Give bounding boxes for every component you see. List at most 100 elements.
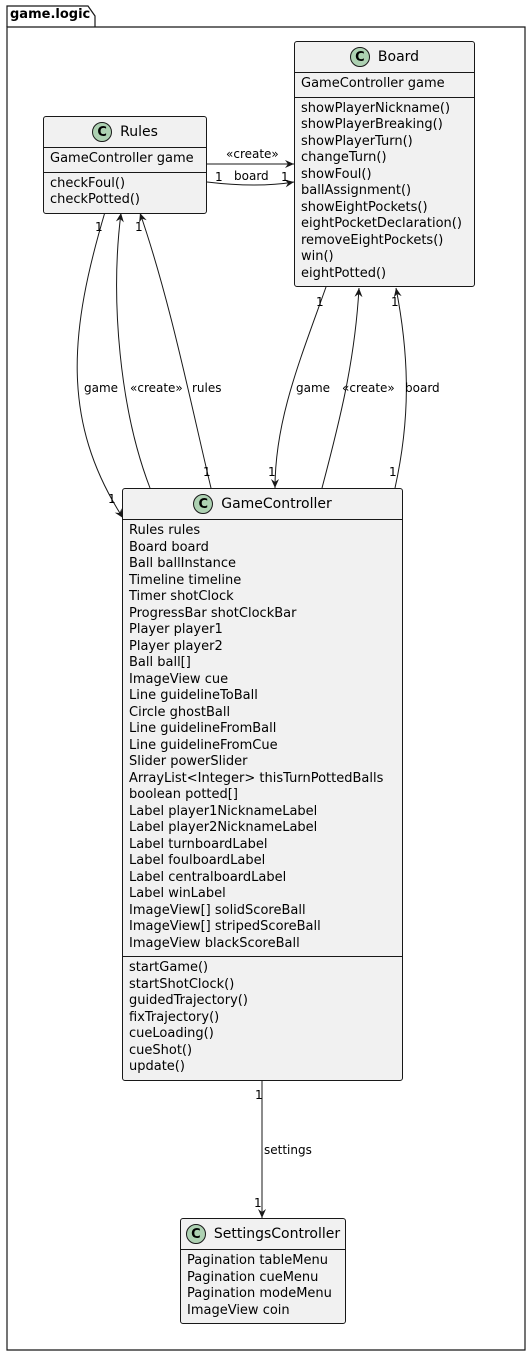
- class-board[interactable]: C Board GameController game showPlayerNi…: [294, 41, 475, 287]
- field: ProgressBar shotClockBar: [129, 605, 297, 621]
- class-badge-icon: C: [92, 122, 113, 142]
- method: cueShot(): [129, 1042, 193, 1058]
- field: ImageView coin: [187, 1302, 290, 1318]
- edge-gc-rules-create: [115, 212, 151, 489]
- field: ImageView[] solidScoreBall: [129, 902, 306, 918]
- field: Player player1: [129, 622, 223, 637]
- method: showEightPockets(): [301, 199, 428, 215]
- edge-label-board: board: [405, 381, 440, 395]
- field: ImageView[] stripedScoreBall: [129, 919, 321, 934]
- method: showPlayerBreaking(): [301, 117, 443, 132]
- method: guidedTrajectory(): [129, 993, 248, 1008]
- edge-label-create: «create»: [342, 381, 395, 395]
- multiplicity: 1: [281, 170, 289, 184]
- class-header: C GameController: [123, 489, 402, 520]
- field: ImageView cue: [129, 671, 229, 687]
- multiplicity: 1: [203, 465, 211, 479]
- edge-rules-board-board: [195, 177, 295, 188]
- multiplicity: 1: [108, 492, 116, 506]
- edge-label-rules: rules: [192, 381, 222, 395]
- class-gamecontroller[interactable]: C GameController Rules rules Board board…: [122, 488, 403, 1081]
- field: Label centralboardLabel: [129, 869, 287, 885]
- field: Timeline timeline: [129, 572, 242, 588]
- method: showPlayerTurn(): [301, 133, 413, 149]
- field: Timer shotClock: [129, 589, 234, 604]
- edge-label-board: board: [234, 169, 269, 183]
- class-badge-icon: C: [193, 494, 214, 514]
- multiplicity: 1: [389, 465, 397, 479]
- multiplicity: 1: [391, 295, 399, 309]
- method: showPlayerNickname(): [301, 100, 451, 116]
- fields-section: Rules rules Board board Ball ballInstanc…: [123, 520, 402, 956]
- method: cueLoading(): [129, 1026, 214, 1041]
- multiplicity: 1: [215, 170, 223, 184]
- field: Ball ballInstance: [129, 556, 236, 571]
- method: eightPocketDeclaration(): [301, 216, 462, 231]
- edge-gc-board-create: [321, 287, 363, 489]
- edge-gc-board-board: [389, 287, 407, 500]
- methods-section: checkFoul() checkPotted(): [44, 171, 206, 213]
- fields-section: Pagination tableMenu Pagination cueMenu …: [181, 1250, 345, 1323]
- multiplicity: 1: [316, 295, 324, 309]
- multiplicity: 1: [255, 1088, 263, 1102]
- class-settingscontroller[interactable]: C SettingsController Pagination tableMen…: [180, 1218, 346, 1324]
- field: boolean potted[]: [129, 787, 238, 802]
- class-name: GameController: [221, 496, 332, 512]
- method: startShotClock(): [129, 976, 235, 992]
- method: removeEightPockets(): [301, 232, 444, 248]
- class-header: C Board: [295, 42, 474, 73]
- edge-label-create: «create»: [226, 147, 279, 161]
- field: Line guidelineToBall: [129, 688, 258, 703]
- class-name: Rules: [120, 124, 158, 140]
- multiplicity: 1: [135, 220, 143, 234]
- fields-section: GameController game: [44, 148, 206, 172]
- field: Rules rules: [129, 523, 201, 538]
- field: Ball ball[]: [129, 655, 191, 670]
- class-header: C SettingsController: [181, 1219, 345, 1250]
- edge-board-gc-game: [271, 275, 332, 489]
- edge-rules-gc-game: [76, 200, 124, 519]
- edge-label-game: game: [84, 381, 119, 395]
- field: Label winLabel: [129, 886, 226, 901]
- package-tab: [6, 5, 96, 27]
- edge-label-create: «create»: [130, 381, 183, 395]
- method: startGame(): [129, 960, 209, 975]
- field: ImageView blackScoreBall: [129, 935, 300, 951]
- method: win(): [301, 249, 334, 264]
- class-header: C Rules: [44, 117, 206, 148]
- field: Label player2NicknameLabel: [129, 820, 318, 835]
- methods-section: showPlayerNickname() showPlayerBreaking(…: [295, 96, 474, 287]
- field: Line guidelineFromBall: [129, 721, 277, 736]
- edge-label-settings: settings: [264, 1143, 312, 1157]
- class-name: Board: [377, 49, 420, 65]
- field: Pagination cueMenu: [187, 1269, 319, 1285]
- field: Pagination modeMenu: [187, 1286, 332, 1301]
- method: changeTurn(): [301, 150, 387, 165]
- method: showFoul(): [301, 166, 372, 182]
- class-name: SettingsController: [213, 1226, 341, 1242]
- field: ArrayList<Integer> thisTurnPottedBalls: [129, 770, 384, 786]
- field: Pagination tableMenu: [187, 1253, 328, 1268]
- package-frame: [6, 26, 526, 1351]
- method: checkPotted(): [50, 192, 140, 207]
- method: update(): [129, 1059, 185, 1074]
- class-rules[interactable]: C Rules GameController game checkFoul() …: [43, 116, 207, 214]
- field: GameController game: [301, 76, 445, 91]
- class-badge-icon: C: [349, 47, 370, 67]
- class-badge-icon: C: [185, 1224, 206, 1244]
- edge-gc-rules-rules: [139, 212, 217, 500]
- method: ballAssignment(): [301, 183, 412, 198]
- multiplicity: 1: [268, 465, 276, 479]
- multiplicity: 1: [95, 220, 103, 234]
- multiplicity: 1: [254, 1196, 262, 1210]
- field: Board board: [129, 539, 209, 555]
- fields-section: GameController game: [295, 73, 474, 97]
- field: Slider powerSlider: [129, 754, 248, 769]
- field: Label foulboardLabel: [129, 853, 266, 868]
- field: Label player1NicknameLabel: [129, 803, 318, 819]
- method: checkFoul(): [50, 175, 126, 191]
- edge-label-game: game: [296, 381, 331, 395]
- field: GameController game: [50, 151, 194, 166]
- field: Label turnboardLabel: [129, 836, 268, 852]
